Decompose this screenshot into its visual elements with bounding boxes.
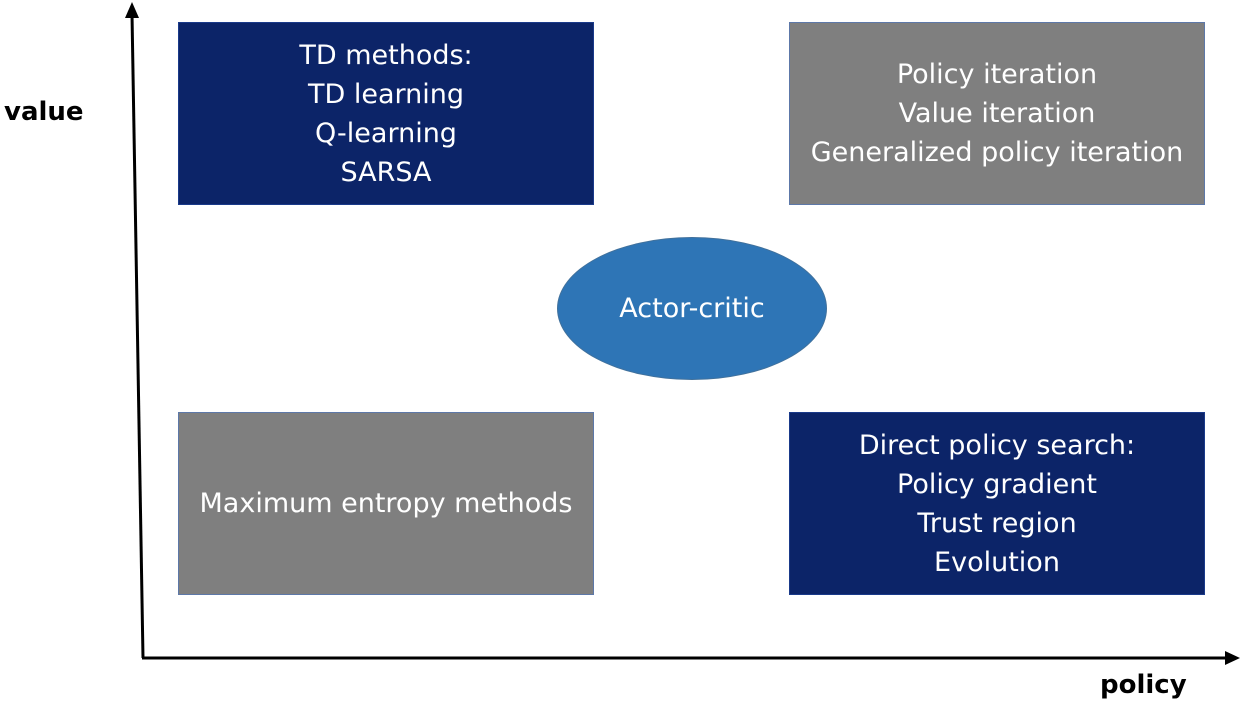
x-axis-label: policy (1100, 670, 1187, 700)
dynamic-programming-box: Policy iteration Value iteration General… (789, 22, 1205, 205)
y-axis-line (130, 13, 145, 659)
policy-gradient-label: Policy gradient (897, 468, 1097, 500)
direct-policy-search-title: Direct policy search: (858, 429, 1136, 461)
maximum-entropy-box: Maximum entropy methods (178, 412, 594, 595)
q-learning-label: Q-learning (315, 117, 457, 149)
x-axis-arrowhead (1225, 651, 1240, 665)
direct-policy-search-box: Direct policy search: Policy gradient Tr… (789, 412, 1205, 595)
td-methods-box: TD methods: TD learning Q-learning SARSA (178, 22, 594, 205)
y-axis-arrowhead (125, 2, 139, 18)
trust-region-label: Trust region (917, 507, 1077, 539)
generalized-policy-iteration-label: Generalized policy iteration (810, 137, 1184, 168)
value-iteration-label: Value iteration (898, 98, 1096, 129)
maximum-entropy-label: Maximum entropy methods (199, 488, 573, 519)
policy-iteration-label: Policy iteration (896, 59, 1098, 90)
y-axis-label: value (4, 97, 84, 127)
evolution-label: Evolution (934, 546, 1060, 578)
td-methods-title: TD methods: (299, 39, 473, 71)
td-learning-label: TD learning (307, 78, 464, 110)
actor-critic-label: Actor-critic (619, 293, 765, 324)
actor-critic-ellipse: Actor-critic (557, 237, 827, 380)
sarsa-label: SARSA (340, 156, 432, 188)
